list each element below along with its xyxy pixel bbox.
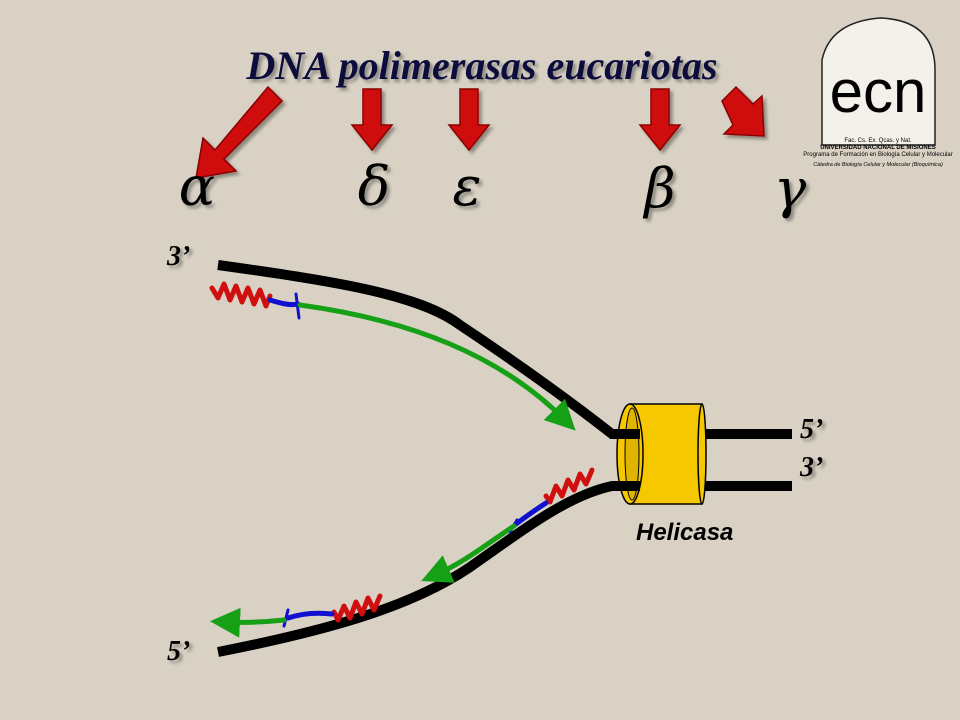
rna-primer-fragment-2 bbox=[331, 593, 383, 623]
dna-primer-top-tick bbox=[294, 292, 301, 320]
dna-primer-fragment-1 bbox=[513, 500, 549, 527]
helicase-label: Helicasa bbox=[636, 519, 733, 546]
institution-logo: ecn Fac. Cs. Ex. Qcas. y Nat. UNIVERSIDA… bbox=[803, 17, 953, 168]
polymerase-letters: α δ ε β γ bbox=[179, 155, 807, 220]
label-alpha: α bbox=[179, 155, 215, 218]
new-strand-top bbox=[297, 302, 576, 431]
arrow-to-alpha bbox=[195, 85, 284, 179]
arrow-to-delta bbox=[350, 88, 394, 152]
new-strand-fragment-1 bbox=[421, 523, 517, 583]
strands-through-helicase bbox=[612, 429, 640, 491]
label-bottom-left-end: 5’ bbox=[167, 636, 190, 667]
dna-primer-fragment-2 bbox=[285, 610, 335, 621]
dna-template-strands bbox=[217, 260, 792, 657]
logo-shield bbox=[821, 17, 936, 146]
helicase-right-rim bbox=[697, 403, 707, 505]
logo-line1: Fac. Cs. Ex. Qcas. y Nat. bbox=[844, 138, 912, 144]
dna-primer-fragment-2-tick bbox=[282, 608, 290, 628]
polymerase-arrows bbox=[195, 85, 765, 179]
logo-line3: Programa de Formación en Biología Celula… bbox=[803, 152, 952, 158]
logo-mark: ecn bbox=[830, 58, 927, 125]
logo-line4: Cátedra de Biología Celular y Molecular … bbox=[813, 162, 943, 168]
rna-primer-fragment-1 bbox=[543, 467, 595, 505]
label-gamma: γ bbox=[774, 157, 807, 220]
lower-parental-strand bbox=[217, 481, 645, 657]
logo-line2: UNIVERSIDAD NACIONAL DE MISIONES bbox=[820, 145, 936, 151]
arrow-to-gamma bbox=[721, 85, 765, 137]
label-epsilon: ε bbox=[453, 155, 482, 218]
label-beta: β bbox=[642, 157, 675, 220]
label-right-bottom-end: 3’ bbox=[799, 452, 823, 483]
arrow-to-beta bbox=[638, 88, 682, 152]
page-title: DNA polimerasas eucariotas bbox=[245, 43, 717, 88]
strand-end-labels: 3’ 5’ 5’ 3’ bbox=[166, 241, 823, 667]
label-delta: δ bbox=[358, 155, 391, 218]
label-top-left-end: 3’ bbox=[166, 241, 190, 272]
dna-primer-top bbox=[267, 297, 301, 308]
arrow-to-epsilon bbox=[447, 88, 491, 152]
new-strand-fragment-2 bbox=[210, 607, 287, 638]
upper-parental-strand bbox=[217, 260, 645, 439]
rna-primer-top bbox=[209, 281, 273, 309]
primer-top bbox=[209, 281, 576, 431]
okazaki-fragment-1 bbox=[421, 467, 595, 583]
label-right-top-end: 5’ bbox=[800, 414, 823, 445]
okazaki-fragment-2 bbox=[210, 593, 383, 638]
